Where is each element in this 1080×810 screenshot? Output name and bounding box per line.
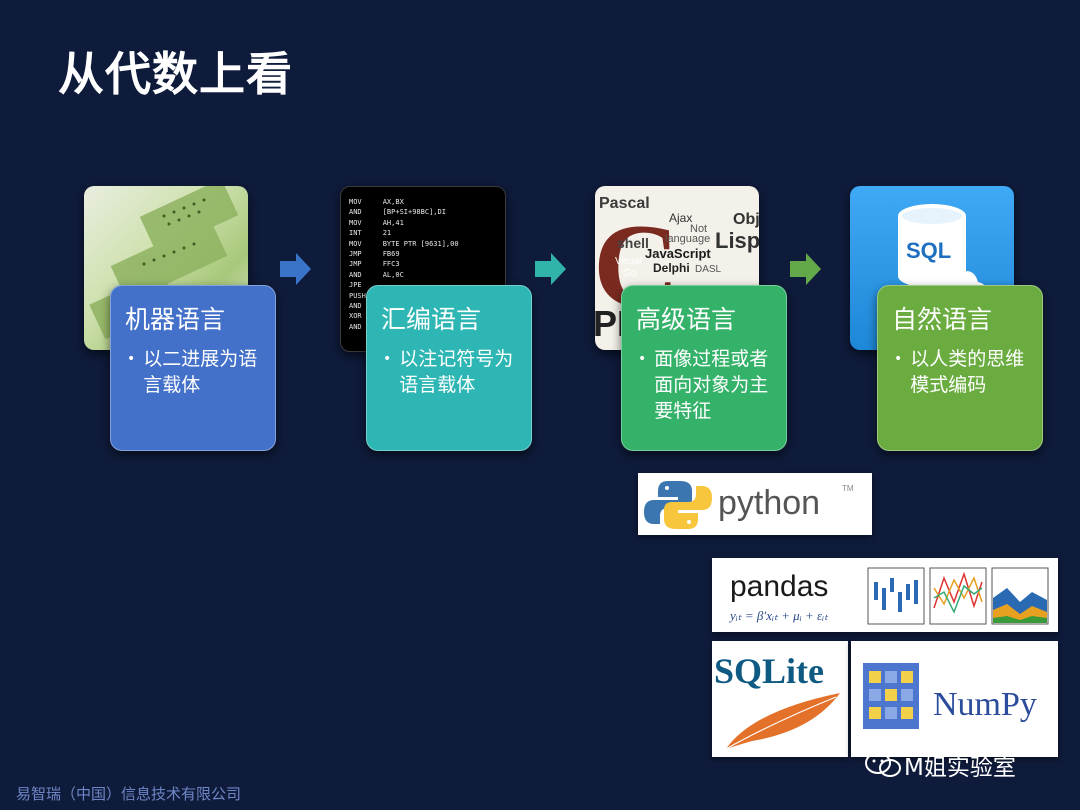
hl-word-delphi: Delphi: [653, 261, 690, 275]
card-title: 自然语言: [892, 305, 993, 334]
python-snake-icon: [644, 481, 712, 529]
card-bullet: • 以人类的思维模式编码: [894, 346, 1034, 398]
bullet-dot-icon: •: [638, 351, 647, 367]
card-title: 高级语言: [636, 305, 737, 334]
footer-company: 易智瑞（中国）信息技术有限公司: [16, 785, 242, 803]
watermark: M姐实验室: [864, 748, 1016, 782]
hl-word-language: language: [665, 233, 710, 245]
python-logo: python TM: [638, 473, 872, 535]
card-bullet-text: 以人类的思维模式编码: [910, 348, 1025, 396]
hl-word-pascal: Pascal: [599, 195, 650, 212]
arrow-right-icon: [280, 253, 311, 285]
card-bullet-text: 以二进展为语言载体: [143, 348, 258, 396]
python-trademark: TM: [842, 484, 854, 493]
pandas-line-chart-icon: [929, 567, 987, 625]
card-high-level-language: 高级语言 • 面像过程或者面向对象为主要特征: [621, 285, 787, 451]
hl-word-not: Not: [690, 223, 707, 235]
numpy-cube-icon: [863, 663, 919, 729]
asm-code-line: MOV BYTE PTR [9631],00: [349, 239, 459, 248]
numpy-logo: NumPy: [851, 641, 1058, 757]
asm-code-line: MOV AX,BX: [349, 198, 404, 206]
asm-code-line: JMP FFC3: [349, 260, 400, 269]
asm-code-line: PUSH: [349, 291, 366, 300]
wechat-icon: [865, 752, 901, 777]
asm-code-line: INT 21: [349, 229, 392, 238]
pandas-bar-chart-icon: [867, 567, 925, 625]
card-title: 机器语言: [125, 305, 226, 334]
hl-word-lisp: Lisp: [715, 228, 759, 253]
arrow-right-icon: [790, 253, 821, 285]
card-bullet: • 面像过程或者面向对象为主要特征: [638, 346, 778, 424]
asm-code-line: AND: [349, 302, 362, 311]
hl-word-dasl: DASL: [695, 264, 722, 275]
card-bullet-text: 以注记符号为语言载体: [399, 348, 514, 396]
card-bullet: • 以二进展为语言载体: [127, 346, 267, 398]
hl-word-javascript: JavaScript: [645, 246, 711, 261]
asm-code-line: AND: [349, 322, 362, 331]
numpy-wordmark: NumPy: [933, 686, 1037, 723]
asm-code-line: XOR: [349, 312, 362, 321]
asm-code-line: AND AL,0C: [349, 270, 404, 279]
hl-word-go: Go: [623, 268, 637, 279]
card-machine-language: 机器语言 • 以二进展为语言载体: [110, 285, 276, 451]
pandas-wordmark: pandas: [730, 570, 828, 603]
pandas-area-chart-icon: [991, 567, 1049, 625]
card-title: 汇编语言: [381, 305, 482, 334]
card-bullet-text: 面像过程或者面向对象为主要特征: [654, 348, 769, 422]
python-wordmark: python: [718, 484, 820, 522]
hl-word-ajax: Ajax: [669, 211, 692, 225]
bullet-dot-icon: •: [894, 351, 903, 367]
bullet-dot-icon: •: [127, 351, 136, 367]
asm-code-line: MOV AH,41: [349, 218, 404, 227]
bullet-dot-icon: •: [383, 351, 392, 367]
arrow-right-icon: [535, 253, 566, 285]
pandas-formula: yᵢₜ = β′xᵢₜ + μᵢ + εᵢₜ: [728, 608, 829, 623]
card-assembly-language: 汇编语言 • 以注记符号为语言载体: [366, 285, 532, 451]
sqlite-logo: SQLite: [712, 641, 848, 757]
slide-title: 从代数上看: [58, 47, 293, 101]
pandas-logo: pandas yᵢₜ = β′xᵢₜ + μᵢ + εᵢₜ: [712, 558, 1058, 632]
card-bullet: • 以注记符号为语言载体: [383, 346, 523, 398]
watermark-text: M姐实验室: [904, 755, 1016, 781]
hl-word-obj: Obj: [733, 211, 759, 228]
hl-word-shell: shell: [617, 235, 649, 251]
card-natural-language: 自然语言 • 以人类的思维模式编码: [877, 285, 1043, 451]
asm-code-line: AND [BP+SI+98BC],DI: [349, 208, 446, 217]
feather-icon: [725, 693, 840, 750]
hl-word-visual: Visual: [615, 256, 642, 267]
asm-code-line: JMP FB69: [349, 250, 400, 259]
sqlite-wordmark: SQLite: [714, 651, 824, 691]
sql-label: SQL: [906, 238, 951, 263]
asm-code-line: JPE: [349, 281, 362, 290]
